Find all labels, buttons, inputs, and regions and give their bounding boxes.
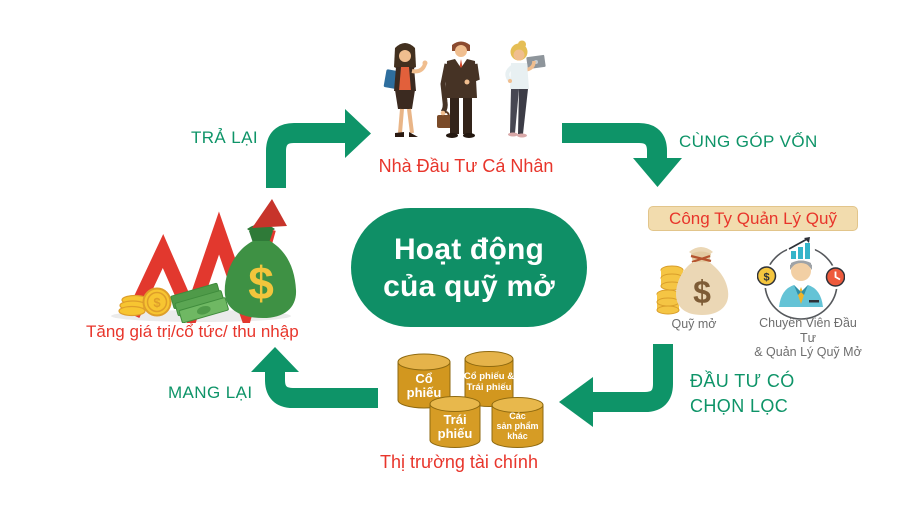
barrel-stocks-label-line2: phiếu xyxy=(407,385,442,400)
coins-icon: $ xyxy=(118,287,172,317)
red-arrowhead-icon xyxy=(252,199,287,228)
advisor-person-icon xyxy=(779,260,823,307)
barrel-bonds-label-line2: phiếu xyxy=(438,426,473,441)
advisor-coin-icon: $ xyxy=(757,266,777,286)
barrel-stocks-icon: Cổ phiếu xyxy=(397,353,451,409)
growth-illustration: $ $ xyxy=(111,199,297,323)
arrow-invest-label: ĐẦU TƯ CÓ CHỌN LỌC xyxy=(690,369,795,419)
barrel-bonds-icon: Trái phiếu xyxy=(429,396,481,448)
diagram-title-line1: Hoạt động xyxy=(393,232,545,266)
fund-company-title: Công Ty Quản Lý Quỹ xyxy=(669,209,837,228)
green-money-bag-icon: $ xyxy=(224,224,297,318)
arrow-contribute-label: CÙNG GÓP VỐN xyxy=(679,132,818,151)
diagram-title: Hoạt động của quỹ mở xyxy=(351,208,587,327)
businesswoman-icon xyxy=(383,43,428,137)
investors-illustration xyxy=(383,40,546,138)
advisor-clock-icon xyxy=(825,267,845,287)
fund-company-box: Công Ty Quản Lý Quỹ xyxy=(648,206,858,231)
advisor-caption-line1: Chuyên Viên Đầu Tư xyxy=(759,316,857,345)
advisor-caption-line2: & Quản Lý Quỹ Mở xyxy=(754,345,862,359)
arrow-invest-label-line2: CHỌN LỌC xyxy=(690,396,789,416)
diagram-title-line2: của quỹ mở xyxy=(383,269,555,303)
arrow-contribute-icon xyxy=(562,123,682,187)
businesswoman-laptop-icon xyxy=(505,40,546,138)
businessman-icon xyxy=(437,41,480,138)
money-bag-icon: $ xyxy=(656,247,729,315)
coin-dollar-glyph: $ xyxy=(153,295,161,310)
arrow-invest-label-line1: ĐẦU TƯ CÓ xyxy=(690,371,795,391)
barrel-stocks-label-line1: Cổ xyxy=(415,371,432,386)
fund-caption: Quỹ mở xyxy=(671,317,717,331)
barrel-other-label-line2: sản phẩm xyxy=(496,421,538,431)
bag-dollar-glyph: $ xyxy=(248,257,274,309)
market-label: Thị trường tài chính xyxy=(380,452,538,472)
barrel-other-products-icon: Các sản phẩm khác xyxy=(491,397,544,448)
barrel-other-label-line3: khác xyxy=(507,431,528,441)
barrel-other-label-line1: Các xyxy=(509,411,526,421)
arrow-bring-icon xyxy=(251,347,378,408)
barrel-stocks-bonds-label-line2: Trái phiếu xyxy=(467,382,512,393)
growth-label: Tăng giá trị/cổ tức/ thu nhập xyxy=(86,322,299,341)
arrow-bring-label: MANG LẠI xyxy=(168,383,253,402)
banknotes-icon xyxy=(170,282,229,323)
advisor-chart-icon xyxy=(788,237,810,259)
money-bag-dollar-glyph: $ xyxy=(693,274,711,310)
market-barrels-illustration: Cổ phiếu Cổ phiếu & Trái phiếu Trái phiế… xyxy=(397,351,544,448)
arrow-invest-icon xyxy=(559,344,673,427)
barrel-stocks-bonds-icon: Cổ phiếu & Trái phiếu xyxy=(464,351,514,407)
investors-label: Nhà Đầu Tư Cá Nhân xyxy=(378,156,554,176)
barrel-stocks-bonds-label-line1: Cổ phiếu & xyxy=(464,371,514,382)
barrel-bonds-label-line1: Trái xyxy=(443,412,466,427)
advisor-icon: $ xyxy=(757,237,845,320)
advisor-caption: Chuyên Viên Đầu Tư & Quản Lý Quỹ Mở xyxy=(752,316,864,360)
advisor-coin-dollar-glyph: $ xyxy=(763,272,769,284)
arrow-return-icon xyxy=(266,109,371,188)
arrow-return-label: TRẢ LẠI xyxy=(190,128,258,147)
